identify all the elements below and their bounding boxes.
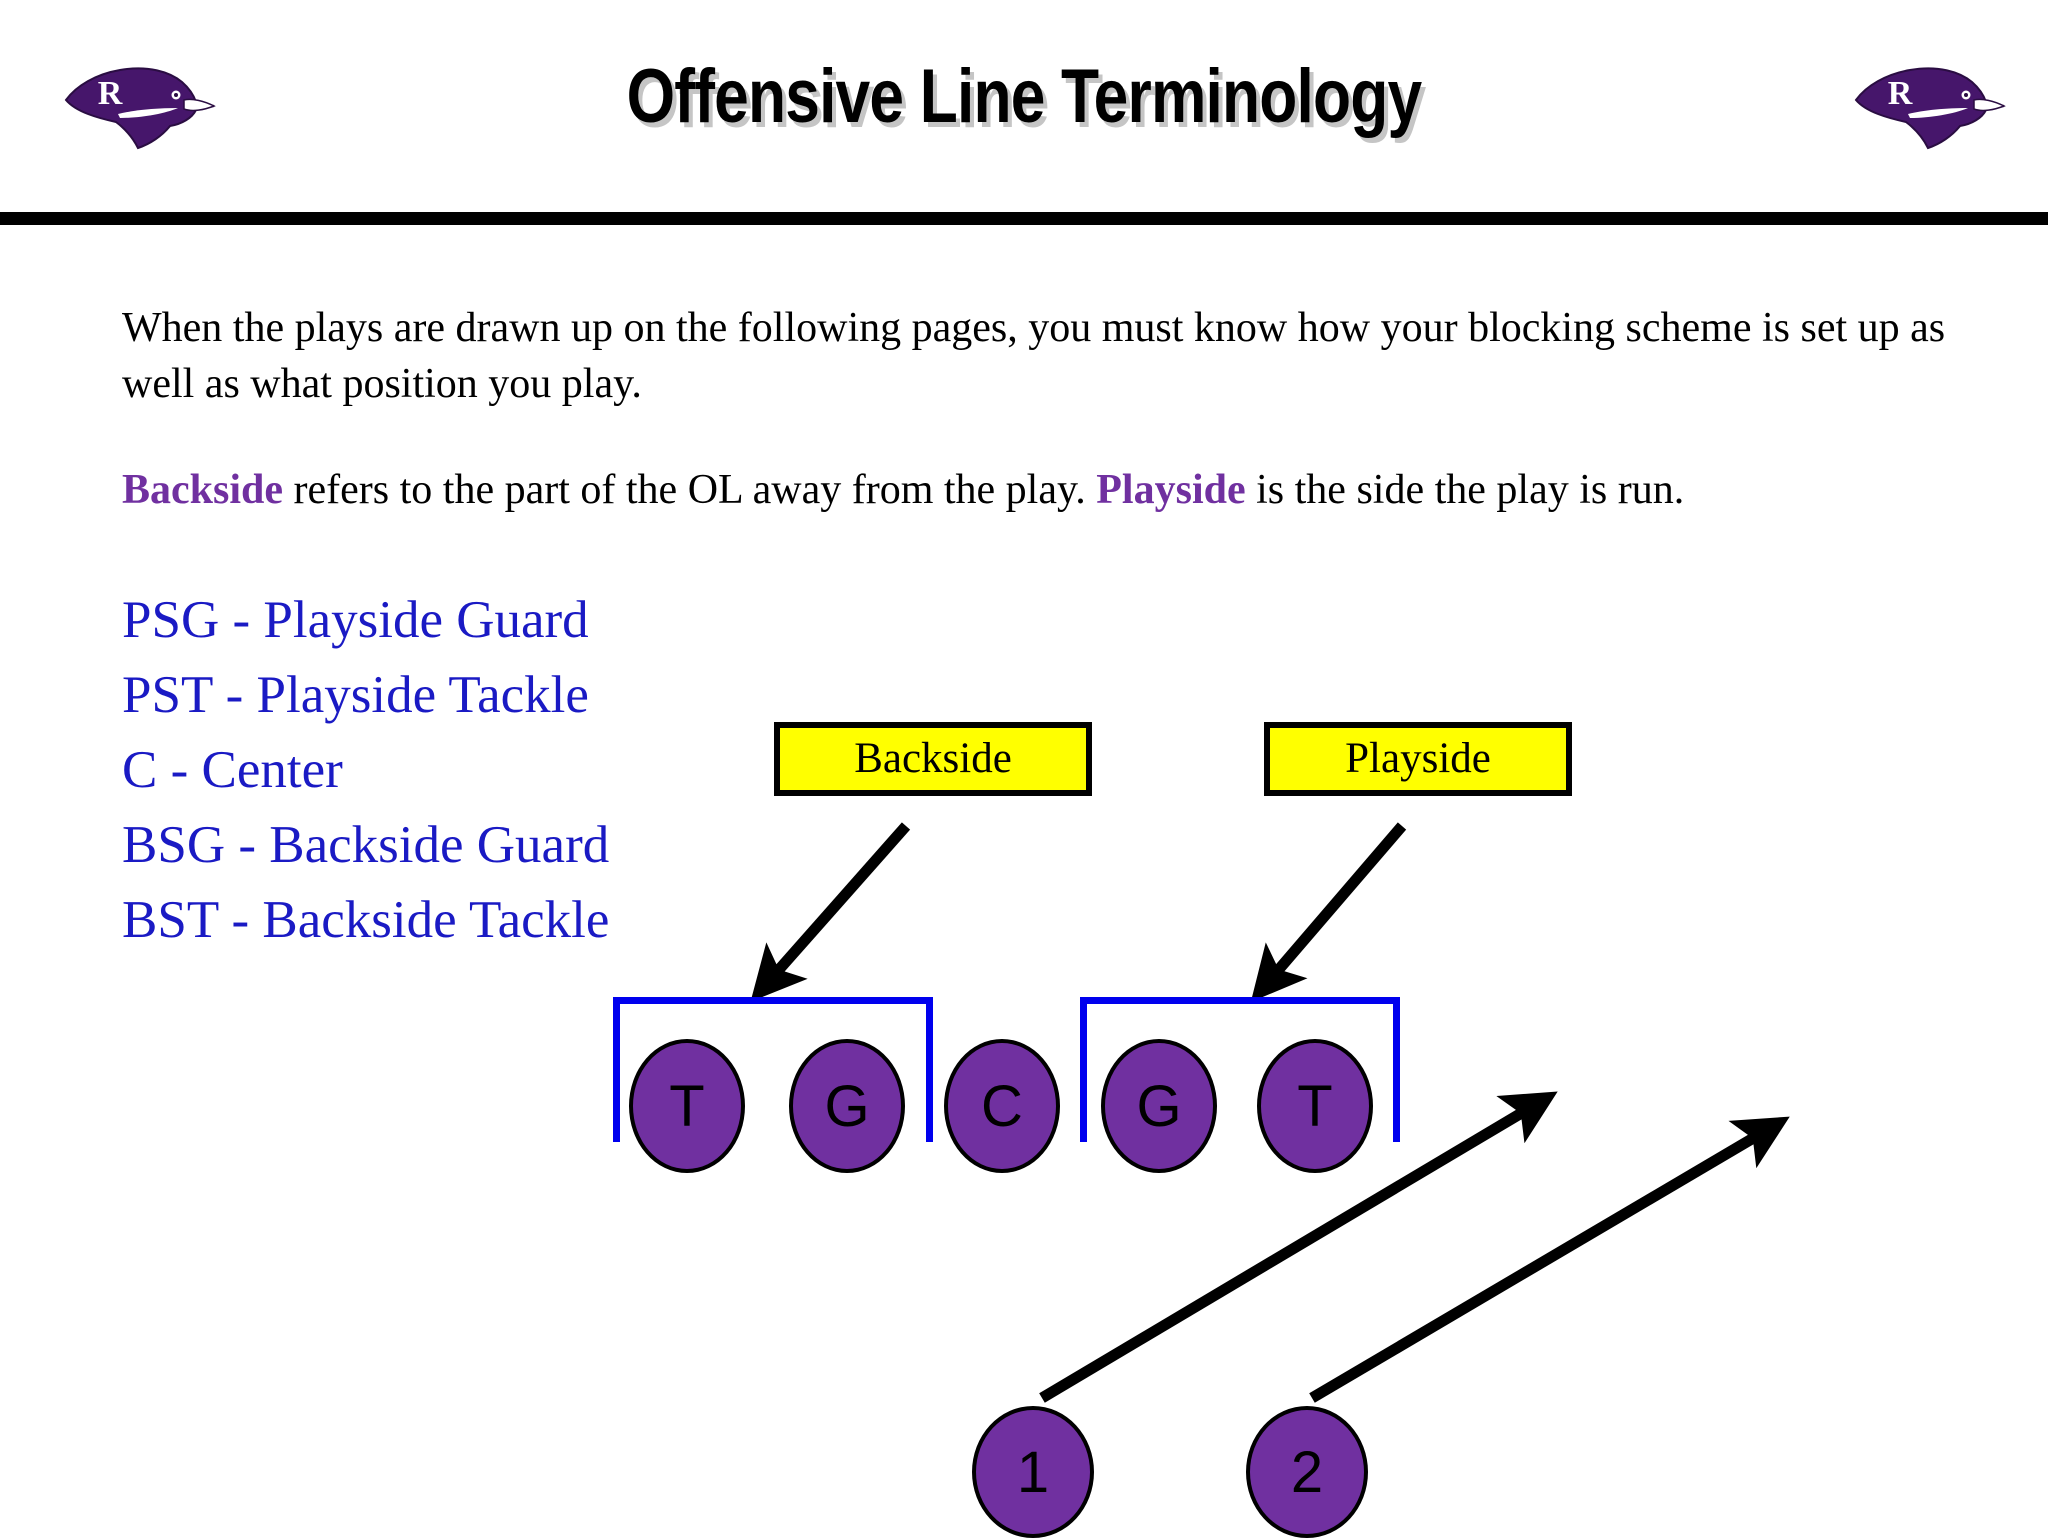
arrow-back-2 bbox=[1309, 1116, 1790, 1403]
player-back-1[interactable]: 1 bbox=[972, 1406, 1094, 1538]
bracket-playside bbox=[1080, 997, 1400, 1142]
label-backside[interactable]: Backside bbox=[774, 722, 1092, 796]
svg-text:R: R bbox=[1888, 75, 1913, 112]
label-playside[interactable]: Playside bbox=[1264, 722, 1572, 796]
ravens-logo-icon: R bbox=[1854, 67, 2006, 150]
page-header: R Offensive Line Terminology R bbox=[0, 0, 2048, 218]
list-item: PST - Playside Tackle bbox=[122, 666, 589, 724]
bracket-backside bbox=[613, 997, 933, 1142]
list-item: C - Center bbox=[122, 741, 343, 799]
page-title: Offensive Line Terminology bbox=[626, 54, 1423, 139]
list-item: PSG - Playside Guard bbox=[122, 591, 589, 649]
player-center[interactable]: C bbox=[944, 1039, 1060, 1173]
list-item: BST - Backside Tackle bbox=[122, 891, 610, 949]
term-backside: Backside bbox=[122, 467, 284, 513]
player-back-2[interactable]: 2 bbox=[1246, 1406, 1368, 1538]
list-item: BSG - Backside Guard bbox=[122, 816, 610, 874]
arrow-playside bbox=[1250, 822, 1407, 1003]
player-playside-guard[interactable]: G bbox=[1101, 1039, 1217, 1173]
abbreviation-list: PSG - Playside Guard PST - Playside Tack… bbox=[122, 583, 882, 958]
svg-text:R: R bbox=[98, 75, 123, 112]
intro-paragraph: When the plays are drawn up on the follo… bbox=[122, 305, 1946, 407]
arrow-back-1 bbox=[1039, 1091, 1558, 1403]
definition-line: Backside refers to the part of the OL aw… bbox=[122, 462, 2002, 518]
definition-text-1: refers to the part of the OL away from t… bbox=[283, 467, 1097, 513]
header-divider-rule bbox=[0, 212, 2048, 225]
player-playside-tackle[interactable]: T bbox=[1257, 1039, 1373, 1173]
term-playside: Playside bbox=[1096, 467, 1246, 513]
arrow-backside bbox=[750, 822, 911, 1002]
player-backside-tackle[interactable]: T bbox=[629, 1039, 745, 1173]
ravens-logo-icon: R bbox=[64, 67, 216, 150]
definition-text-2: is the side the play is run. bbox=[1245, 467, 1685, 513]
player-backside-guard[interactable]: G bbox=[789, 1039, 905, 1173]
